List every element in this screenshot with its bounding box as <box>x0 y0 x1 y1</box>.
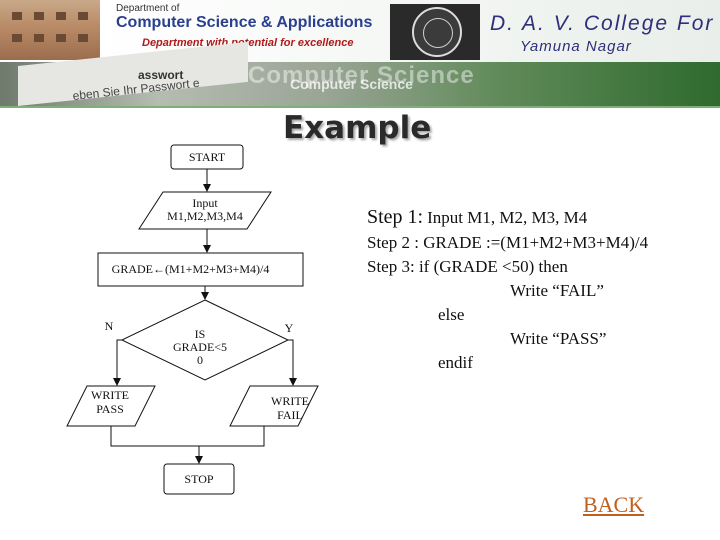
yes-branch-label: Y <box>284 321 294 335</box>
line-fail-merge <box>199 426 265 447</box>
dept-name: Computer Science & Applications <box>116 14 373 31</box>
header-top-strip: Department of Computer Science & Applica… <box>100 0 720 62</box>
process-box <box>97 252 304 287</box>
line-pass-merge <box>110 426 199 447</box>
process-label: GRADE←(M1+M2+M3+M4)/4 <box>111 262 270 276</box>
step-1-body: Input M1, M2, M3, M4 <box>427 208 588 227</box>
decision-label-line2: GRADE<5 <box>172 340 228 354</box>
arrow-decision-yes <box>288 339 297 386</box>
banner-watermark-small: Computer Science <box>290 76 413 92</box>
start-label: START <box>188 150 226 164</box>
slide-title: Example <box>283 110 432 146</box>
college-place: Yamuna Nagar <box>520 38 632 55</box>
dept-label: Department of <box>116 3 180 14</box>
output-pass-line2: PASS <box>96 402 124 416</box>
banner-login-label: asswort <box>138 68 184 82</box>
college-emblem-icon <box>390 4 480 60</box>
step-1: Step 1: Input M1, M2, M3, M4 <box>367 206 587 229</box>
back-link[interactable]: BACK <box>583 492 645 517</box>
input-label-line2: M1,M2,M3,M4 <box>167 209 243 223</box>
write-fail: Write “FAIL” <box>510 281 604 300</box>
header-divider <box>0 106 720 108</box>
decision-label-line3: 0 <box>197 353 203 367</box>
arrow-decision-no <box>113 339 122 386</box>
output-fail-line1: WRITE <box>271 394 309 408</box>
stop-terminal <box>163 463 235 495</box>
output-pass-line1: WRITE <box>91 388 129 402</box>
input-parallelogram <box>138 191 272 230</box>
output-fail-line2: FAIL <box>277 408 303 422</box>
college-name: D. A. V. College For Girls <box>490 12 720 35</box>
decision-label-line1: IS <box>194 327 206 341</box>
header-banner: Department of Computer Science & Applica… <box>0 0 720 108</box>
step-1-head: Step 1: <box>367 206 424 228</box>
step-3: Step 3: if (GRADE <50) then <box>367 257 568 276</box>
input-label-line1: Input <box>192 196 218 210</box>
college-building-photo <box>0 0 100 60</box>
banner-watermark: Computer Science <box>248 62 475 89</box>
step-2: Step 2 : GRADE :=(M1+M2+M3+M4)/4 <box>367 233 649 252</box>
no-branch-label: N <box>104 319 114 333</box>
output-fail-parallelogram <box>229 385 319 427</box>
endif-keyword: endif <box>438 353 473 372</box>
decision-diamond <box>120 299 290 381</box>
stop-label: STOP <box>184 472 214 486</box>
else-keyword: else <box>438 305 465 324</box>
output-pass-parallelogram <box>66 385 156 427</box>
write-pass: Write “PASS” <box>510 329 607 348</box>
